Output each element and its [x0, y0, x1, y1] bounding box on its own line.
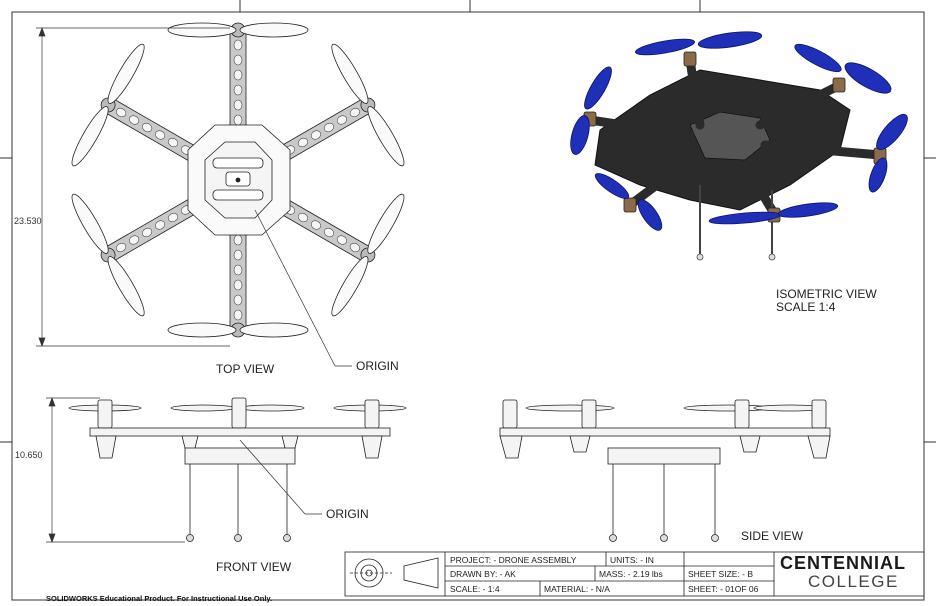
side-view-drawing — [499, 399, 831, 542]
origin-callout-front: ORIGIN — [326, 507, 369, 521]
brand-logo-line1: CENTENNIAL — [780, 553, 906, 573]
zone-ticks — [0, 0, 936, 443]
title-sheet: SHEET: - 01OF 06 — [688, 584, 759, 594]
origin-leader-front — [239, 439, 322, 515]
propeller — [167, 322, 309, 338]
front-view-drawing — [68, 397, 407, 542]
top-view-drawing — [103, 29, 373, 331]
title-drawn-by: DRAWN BY: - AK — [450, 569, 516, 579]
sheet-border — [11, 11, 925, 601]
side-view-label: SIDE VIEW — [741, 529, 804, 543]
isometric-view-drawing — [570, 31, 908, 261]
top-view-propellers — [71, 22, 405, 338]
propeller — [331, 193, 405, 317]
width-dimension-value: 23.530 — [14, 216, 42, 226]
dimension-width — [36, 27, 230, 347]
origin-leader-top — [254, 209, 352, 367]
title-mass: MASS: - 2.19 lbs — [599, 569, 663, 579]
dimension-height — [46, 397, 185, 543]
title-sheet-size: SHEET SIZE: - B — [688, 569, 754, 579]
title-scale: SCALE: - 1:4 — [450, 584, 500, 594]
top-view-label: TOP VIEW — [216, 362, 275, 376]
title-block — [344, 551, 925, 597]
brand-logo-line2: COLLEGE — [808, 572, 899, 591]
title-project: PROJECT: - DRONE ASSEMBLY — [450, 555, 577, 565]
front-view-label: FRONT VIEW — [216, 560, 292, 574]
origin-callout-top: ORIGIN — [356, 359, 399, 373]
isometric-scale-label: SCALE 1:4 — [776, 300, 836, 314]
propeller — [71, 193, 145, 317]
propeller — [71, 43, 145, 167]
educational-footer: SOLIDWORKS Educational Product. For Inst… — [46, 594, 273, 603]
propeller — [331, 43, 405, 167]
title-units: UNITS: - IN — [610, 555, 654, 565]
propeller — [167, 22, 309, 38]
isometric-view-label: ISOMETRIC VIEW — [776, 287, 877, 301]
title-material: MATERIAL: - N/A — [544, 584, 610, 594]
projection-symbol-icon — [350, 557, 439, 589]
height-dimension-value: 10.650 — [15, 450, 43, 460]
